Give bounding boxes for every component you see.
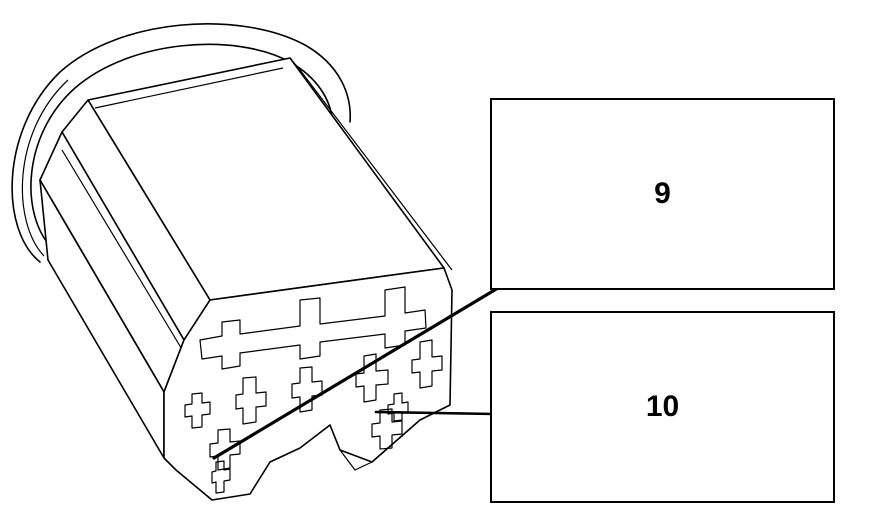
leader-line-9 bbox=[212, 286, 500, 460]
callout-label-10: 10 bbox=[645, 390, 680, 423]
callout-box-9: 9 bbox=[490, 98, 835, 290]
callout-box-10: 10 bbox=[490, 311, 835, 503]
connector-housing bbox=[39, 57, 453, 501]
callout-label-9: 9 bbox=[654, 177, 671, 210]
connector-ring bbox=[11, 23, 351, 263]
leader-line-10 bbox=[374, 410, 496, 416]
